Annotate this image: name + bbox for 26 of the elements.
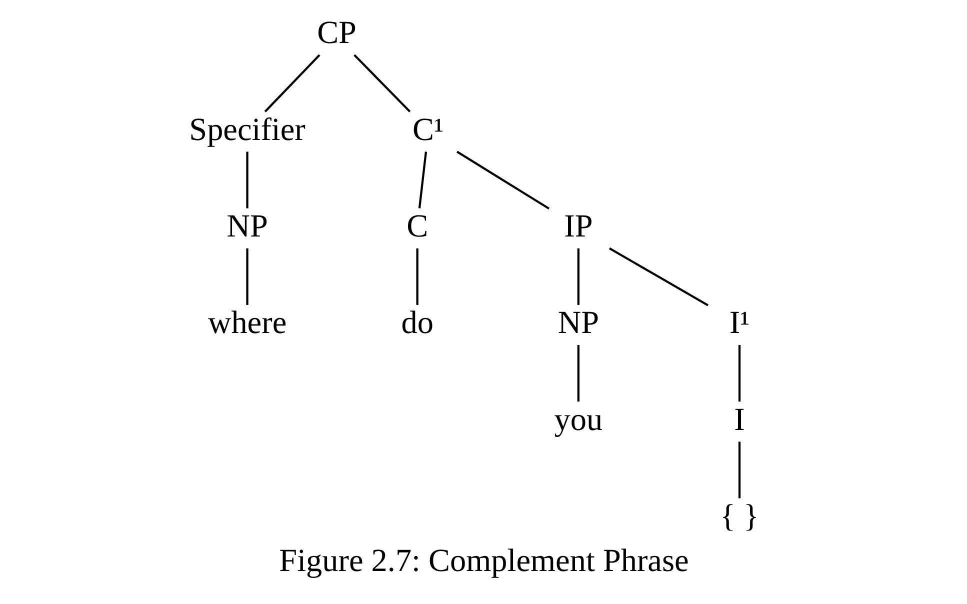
node-text: C [406, 207, 428, 244]
connector [456, 150, 550, 210]
connector [608, 247, 708, 306]
connector [264, 54, 320, 112]
node-text: I¹ [728, 304, 750, 340]
connector [246, 152, 248, 208]
connector [416, 248, 418, 305]
connector [353, 54, 410, 112]
node-text: NP [226, 207, 268, 244]
connector [738, 345, 740, 402]
node-text: do [400, 304, 433, 340]
caption: Figure 2.7: Complement Phrase [278, 542, 688, 578]
node-text: NP [557, 304, 599, 340]
node-text: C¹ [412, 110, 444, 147]
connector [246, 248, 248, 305]
node-text: { } [720, 497, 758, 534]
connector [418, 152, 427, 208]
connector [738, 442, 740, 498]
node-text: CP [316, 14, 356, 50]
connector [576, 248, 579, 305]
node-text: I [734, 400, 744, 437]
node-text: IP [564, 207, 592, 244]
node-text: you [554, 400, 602, 437]
node-text: where [207, 304, 286, 340]
connector [576, 345, 579, 402]
node-text: Specifier [188, 110, 305, 147]
